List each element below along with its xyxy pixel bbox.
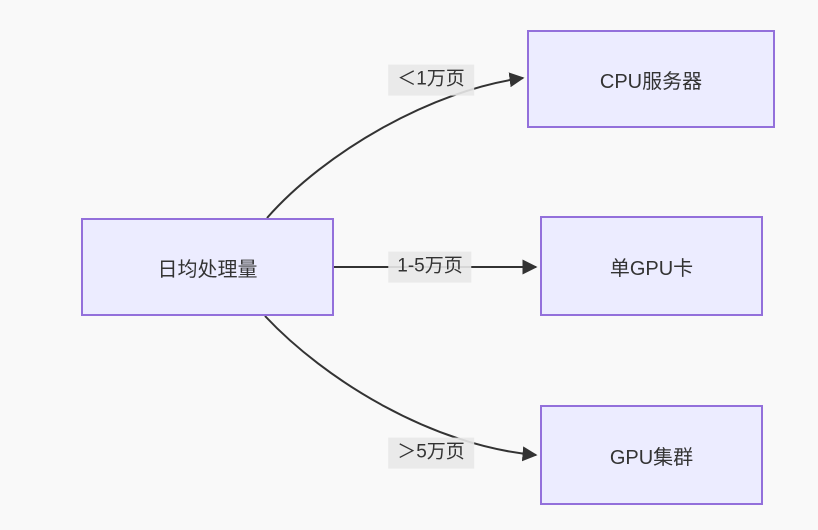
edge-root-to-cpu-server bbox=[266, 72, 525, 219]
edge-label-under-10k-pages: ＜1万页 bbox=[388, 64, 474, 96]
node-single-gpu-label: 单GPU卡 bbox=[609, 257, 694, 280]
node-gpu-cluster: GPU集群 bbox=[540, 405, 763, 505]
edge-root-to-gpu-cluster bbox=[264, 315, 538, 462]
node-cpu-server-label: CPU服务器 bbox=[599, 70, 703, 93]
node-gpu-cluster-label: GPU集群 bbox=[609, 446, 694, 469]
edge-label-over-5-wan-pages: ＞5万页 bbox=[388, 437, 474, 469]
node-daily-volume-label: 日均处理量 bbox=[157, 258, 258, 281]
node-single-gpu: 单GPU卡 bbox=[540, 216, 763, 316]
node-cpu-server: CPU服务器 bbox=[527, 30, 775, 128]
node-daily-volume: 日均处理量 bbox=[81, 218, 334, 316]
edge-label-1-5-wan-pages: 1-5万页 bbox=[388, 251, 472, 283]
